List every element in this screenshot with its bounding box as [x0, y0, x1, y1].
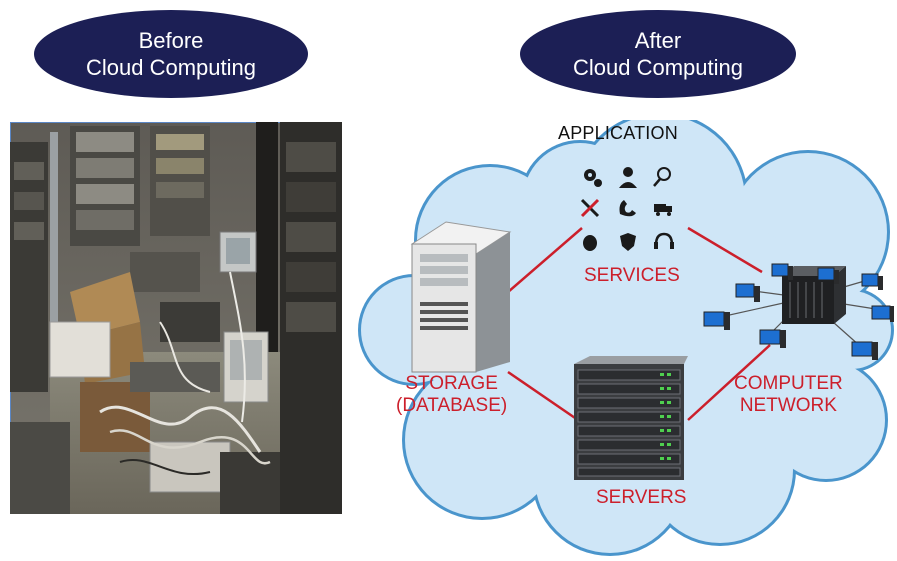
monitor-icon — [759, 329, 781, 345]
monitor-icon — [861, 273, 879, 287]
after-title-line1: After — [634, 28, 682, 53]
storage-label: STORAGE (DATABASE) — [396, 373, 507, 417]
link-services-network — [687, 226, 763, 274]
phone-icon — [619, 200, 636, 217]
service-icons-grid — [580, 167, 674, 251]
storage-label-line1: STORAGE — [405, 373, 498, 394]
monitor-icon — [735, 283, 755, 298]
application-label: APPLICATION — [558, 123, 678, 143]
shield-icon — [620, 233, 636, 251]
messy-server-room-photo — [10, 122, 342, 514]
headset-icon — [654, 232, 674, 249]
before-title-line1: Before — [138, 28, 204, 53]
tools-icon — [580, 198, 600, 218]
storage-label-line2: (DATABASE) — [396, 395, 508, 416]
network-label-line2: NETWORK — [739, 395, 837, 416]
monitor-icon — [703, 311, 725, 327]
monitor-icon — [851, 341, 873, 357]
network-label-line1: COMPUTER — [734, 373, 843, 394]
search-icon — [653, 167, 671, 187]
monitor-icon — [817, 267, 835, 281]
link-storage-servers — [507, 370, 579, 422]
gears-icon — [584, 169, 602, 187]
storage-server-tower-icon — [410, 221, 512, 373]
before-cloud-computing-badge: Before Cloud Computing — [34, 10, 308, 98]
link-servers-network — [687, 344, 771, 421]
computer-network-icon — [703, 263, 894, 360]
link-storage-services — [507, 227, 583, 293]
servers-label: SERVERS — [596, 487, 687, 508]
after-cloud-computing-badge: After Cloud Computing — [520, 10, 796, 98]
cloud-diagram — [358, 120, 894, 556]
truck-icon — [654, 204, 672, 216]
user-icon — [619, 167, 637, 188]
server-rack-icon — [574, 356, 688, 480]
monitor-icon — [771, 263, 789, 277]
after-title-line2: Cloud Computing — [573, 55, 743, 80]
before-title-line2: Cloud Computing — [86, 55, 256, 80]
mouse-icon — [583, 235, 597, 251]
services-label: SERVICES — [584, 265, 680, 286]
monitor-icon — [871, 305, 891, 320]
network-label: COMPUTER NETWORK — [734, 373, 843, 417]
